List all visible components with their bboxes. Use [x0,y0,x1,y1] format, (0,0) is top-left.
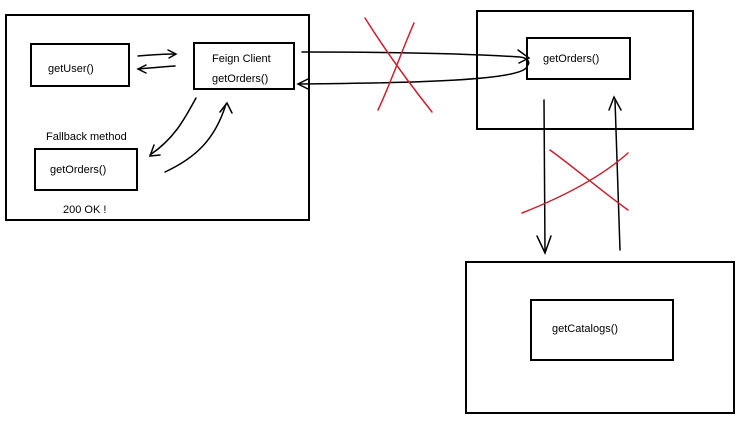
feign-client-method: getOrders() [212,73,269,85]
catalogs-method-box [530,299,674,361]
service-left-container [5,14,310,221]
getuser-label: getUser() [48,63,94,75]
orders-service-container [476,10,694,130]
feign-client-title: Feign Client [212,53,271,65]
orders-method-label: getOrders() [543,53,600,65]
getuser-box [30,43,130,87]
status-label: 200 OK ! [63,204,107,216]
fallback-title: Fallback method [46,131,127,143]
feign-orders-arrows [296,49,531,90]
getuser-feign-arrows [136,49,178,74]
fallback-box [34,148,138,191]
feign-client-box [193,42,295,90]
failure-cross-2 [521,149,629,214]
orders-method-box [526,37,631,80]
failure-cross-1 [364,17,433,113]
catalogs-method-label: getCatalogs() [552,323,619,335]
fallback-method-label: getOrders() [50,164,107,176]
fallback-curve-arrows [148,97,233,173]
orders-catalogs-arrows [536,95,622,255]
catalogs-service-container [465,261,735,414]
